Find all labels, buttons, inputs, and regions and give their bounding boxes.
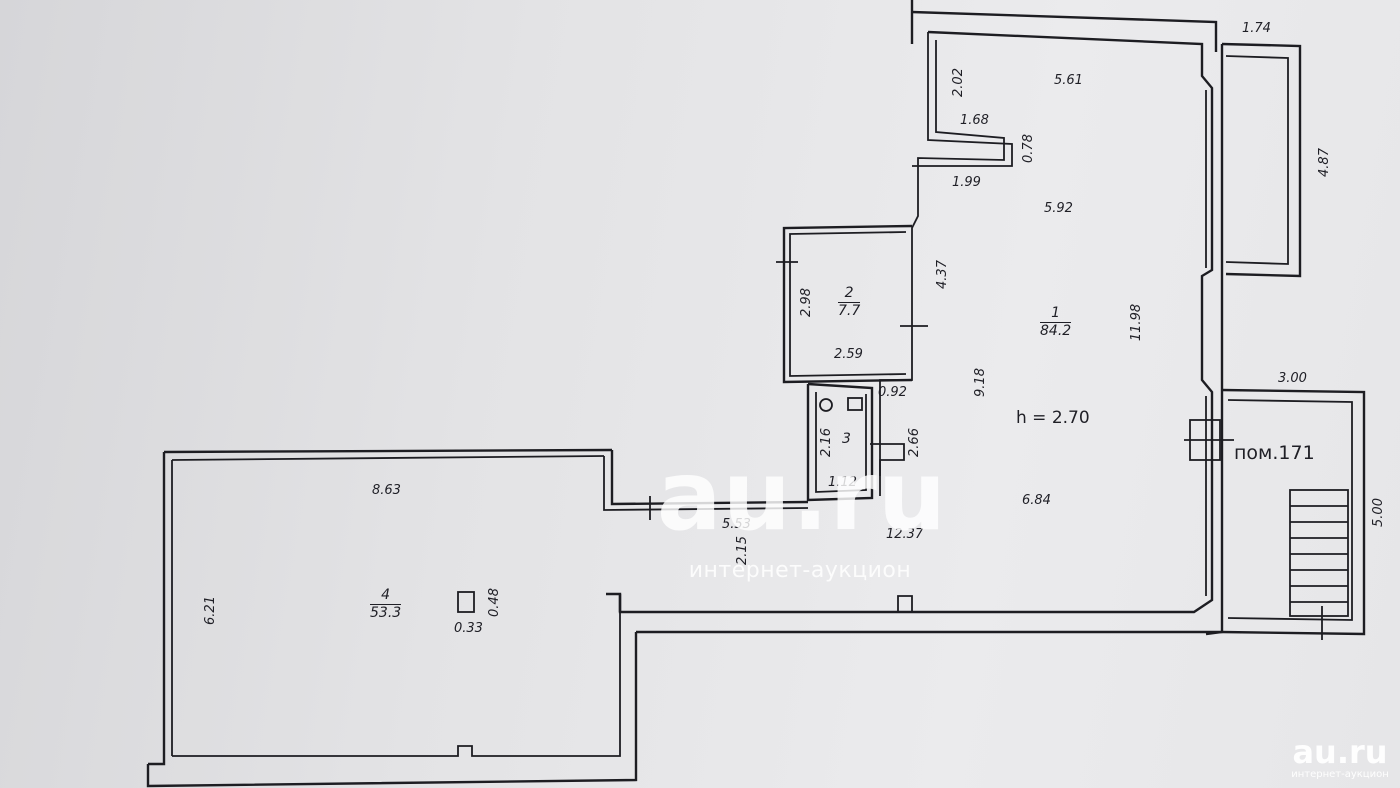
- room-1-area: 84.2: [1040, 322, 1072, 339]
- dim-room1-bottom: 12.37: [886, 527, 924, 542]
- wall-top-outer: [911, 10, 1218, 52]
- room-4-number: 4: [370, 588, 402, 605]
- room-3-number: 3: [842, 431, 851, 447]
- column-room-4: [457, 591, 475, 613]
- dim-passage: 0.92: [878, 385, 907, 400]
- wall-room-2: [782, 224, 913, 384]
- dim-balcony-width: 1.74: [1242, 21, 1271, 36]
- wall-bottom-main: [606, 592, 622, 612]
- wall-notch: [912, 32, 1013, 167]
- dim-column-width: 0.33: [454, 621, 483, 636]
- wall-room-171-inner: [1227, 399, 1353, 621]
- room-2-number: 2: [838, 286, 861, 303]
- wall-room-3-inner: [815, 392, 867, 493]
- room-4-label: 4 53.3: [370, 588, 402, 621]
- wall-room-4-bottom: [146, 632, 638, 788]
- watermark-logo: au.ru: [656, 440, 948, 552]
- adjacent-room-label: пом.171: [1234, 442, 1315, 464]
- dim-room2-height: 2.98: [798, 288, 814, 317]
- dim-balcony-length: 4.87: [1316, 148, 1332, 177]
- dim-notch-height: 2.02: [950, 68, 966, 97]
- dim-room1-length: 11.98: [1129, 303, 1145, 342]
- corner-watermark-tagline: интернет-аукцион: [1291, 769, 1389, 780]
- dim-room171-length: 5.00: [1370, 498, 1386, 527]
- wall-room-4-inner-top: [171, 455, 605, 461]
- balcony-inner: [1225, 55, 1289, 265]
- dim-room1-inner: 9.18: [972, 368, 988, 397]
- toilet-icon: [819, 398, 833, 412]
- room-1-number: 1: [1040, 306, 1072, 323]
- dim-room1-top: 5.61: [1054, 73, 1083, 88]
- room-4-area: 53.3: [370, 604, 402, 621]
- corner-watermark-logo: au.ru: [1292, 733, 1388, 771]
- dim-room1-mid: 5.92: [1044, 201, 1073, 216]
- room-2-label: 2 7.7: [838, 286, 861, 319]
- dim-room4-width: 8.63: [372, 483, 401, 498]
- wall-corridor-top: [610, 450, 809, 506]
- dim-room2-width: 2.59: [834, 347, 863, 362]
- dim-room171-width: 3.00: [1278, 371, 1307, 386]
- wall-room-2-inner: [789, 231, 907, 377]
- dim-room4-height: 6.21: [202, 596, 218, 625]
- dim-room1-segment: 1.99: [952, 175, 981, 190]
- dim-notch-width: 1.68: [960, 113, 989, 128]
- wall-right-outer: [1205, 44, 1224, 636]
- ceiling-height: h = 2.70: [1016, 408, 1090, 428]
- wall-room-1-outer: [618, 30, 1214, 614]
- dim-room3-width: 1.12: [828, 475, 857, 490]
- staircase: [1289, 489, 1349, 617]
- room-1-label: 1 84.2: [1040, 306, 1072, 339]
- wall-room-4-left: [148, 452, 166, 766]
- wall-room-4-bottom-inner: [172, 612, 621, 757]
- wall-room-171: [1221, 388, 1366, 636]
- dim-room1-lower: 6.84: [1022, 493, 1051, 508]
- balcony-outline: [1221, 42, 1302, 278]
- room-2-area: 7.7: [838, 302, 861, 319]
- wall-corridor-top-inner: [603, 456, 809, 511]
- watermark-tagline: интернет-аукцион: [688, 558, 912, 583]
- column-notch: [897, 595, 913, 612]
- dim-room2-side: 4.37: [934, 260, 950, 289]
- sink-icon: [847, 397, 863, 411]
- dim-column-height: 0.48: [486, 588, 502, 617]
- dim-notch-depth: 0.78: [1020, 134, 1036, 163]
- wall-room-4-outer: [163, 448, 613, 454]
- dim-corridor-width: 5.53: [722, 517, 751, 532]
- stair-step-bath: [870, 443, 905, 476]
- wall-room-3: [806, 382, 874, 502]
